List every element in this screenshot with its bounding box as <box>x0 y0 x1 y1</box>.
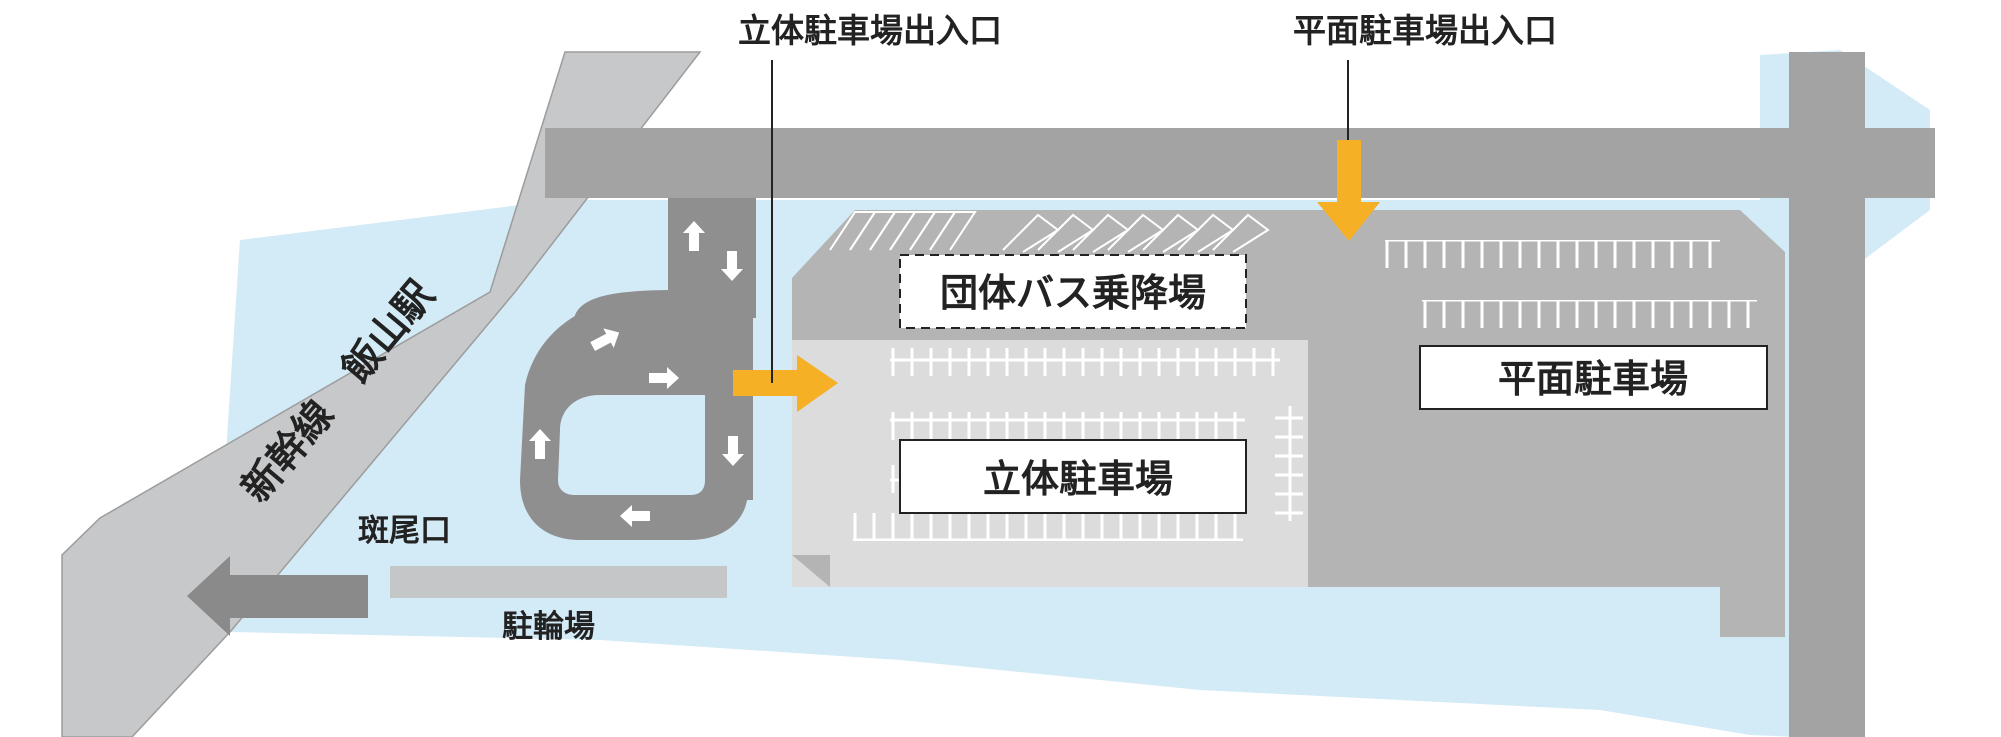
flat-parking-box <box>1419 345 1768 410</box>
bus-stalls-left <box>829 211 977 251</box>
slot-row-flat-2 <box>1422 300 1757 328</box>
slot-row-flat-1 <box>1385 240 1720 268</box>
hanio-exit-label: 斑尾口 <box>358 513 451 549</box>
slot-col-multi <box>1275 406 1303 521</box>
flat-parking-lot <box>1275 210 1785 637</box>
bus-stalls-right <box>1002 213 1270 253</box>
multi-entrance-arrow <box>733 355 838 412</box>
multi-parking-label: 立体駐車場 <box>983 457 1173 501</box>
bicycle-parking-label: 駐輪場 <box>502 609 595 645</box>
top-road <box>560 128 1935 198</box>
flat-entrance-arrow <box>1317 140 1380 241</box>
slot-row-multi-1 <box>890 348 1280 376</box>
multi-entrance-label: 立体駐車場出入口 <box>738 11 1002 50</box>
multi-storey-corner <box>792 555 830 587</box>
right-road <box>1789 52 1865 737</box>
slot-row-multi-4 <box>853 513 1243 541</box>
bus-area-box <box>899 254 1247 329</box>
slot-row-multi-2 <box>890 412 1245 440</box>
ramp-loop <box>520 198 756 540</box>
top-road-left-end <box>545 128 575 198</box>
exit-arrow-left <box>187 556 368 636</box>
flat-parking-label: 平面駐車場 <box>1498 357 1688 401</box>
bicycle-parking-area <box>390 566 727 598</box>
flat-entrance-label: 平面駐車場出入口 <box>1293 11 1557 50</box>
bus-area-label: 団体バス乗降場 <box>940 271 1206 315</box>
multi-parking-box <box>899 439 1247 514</box>
